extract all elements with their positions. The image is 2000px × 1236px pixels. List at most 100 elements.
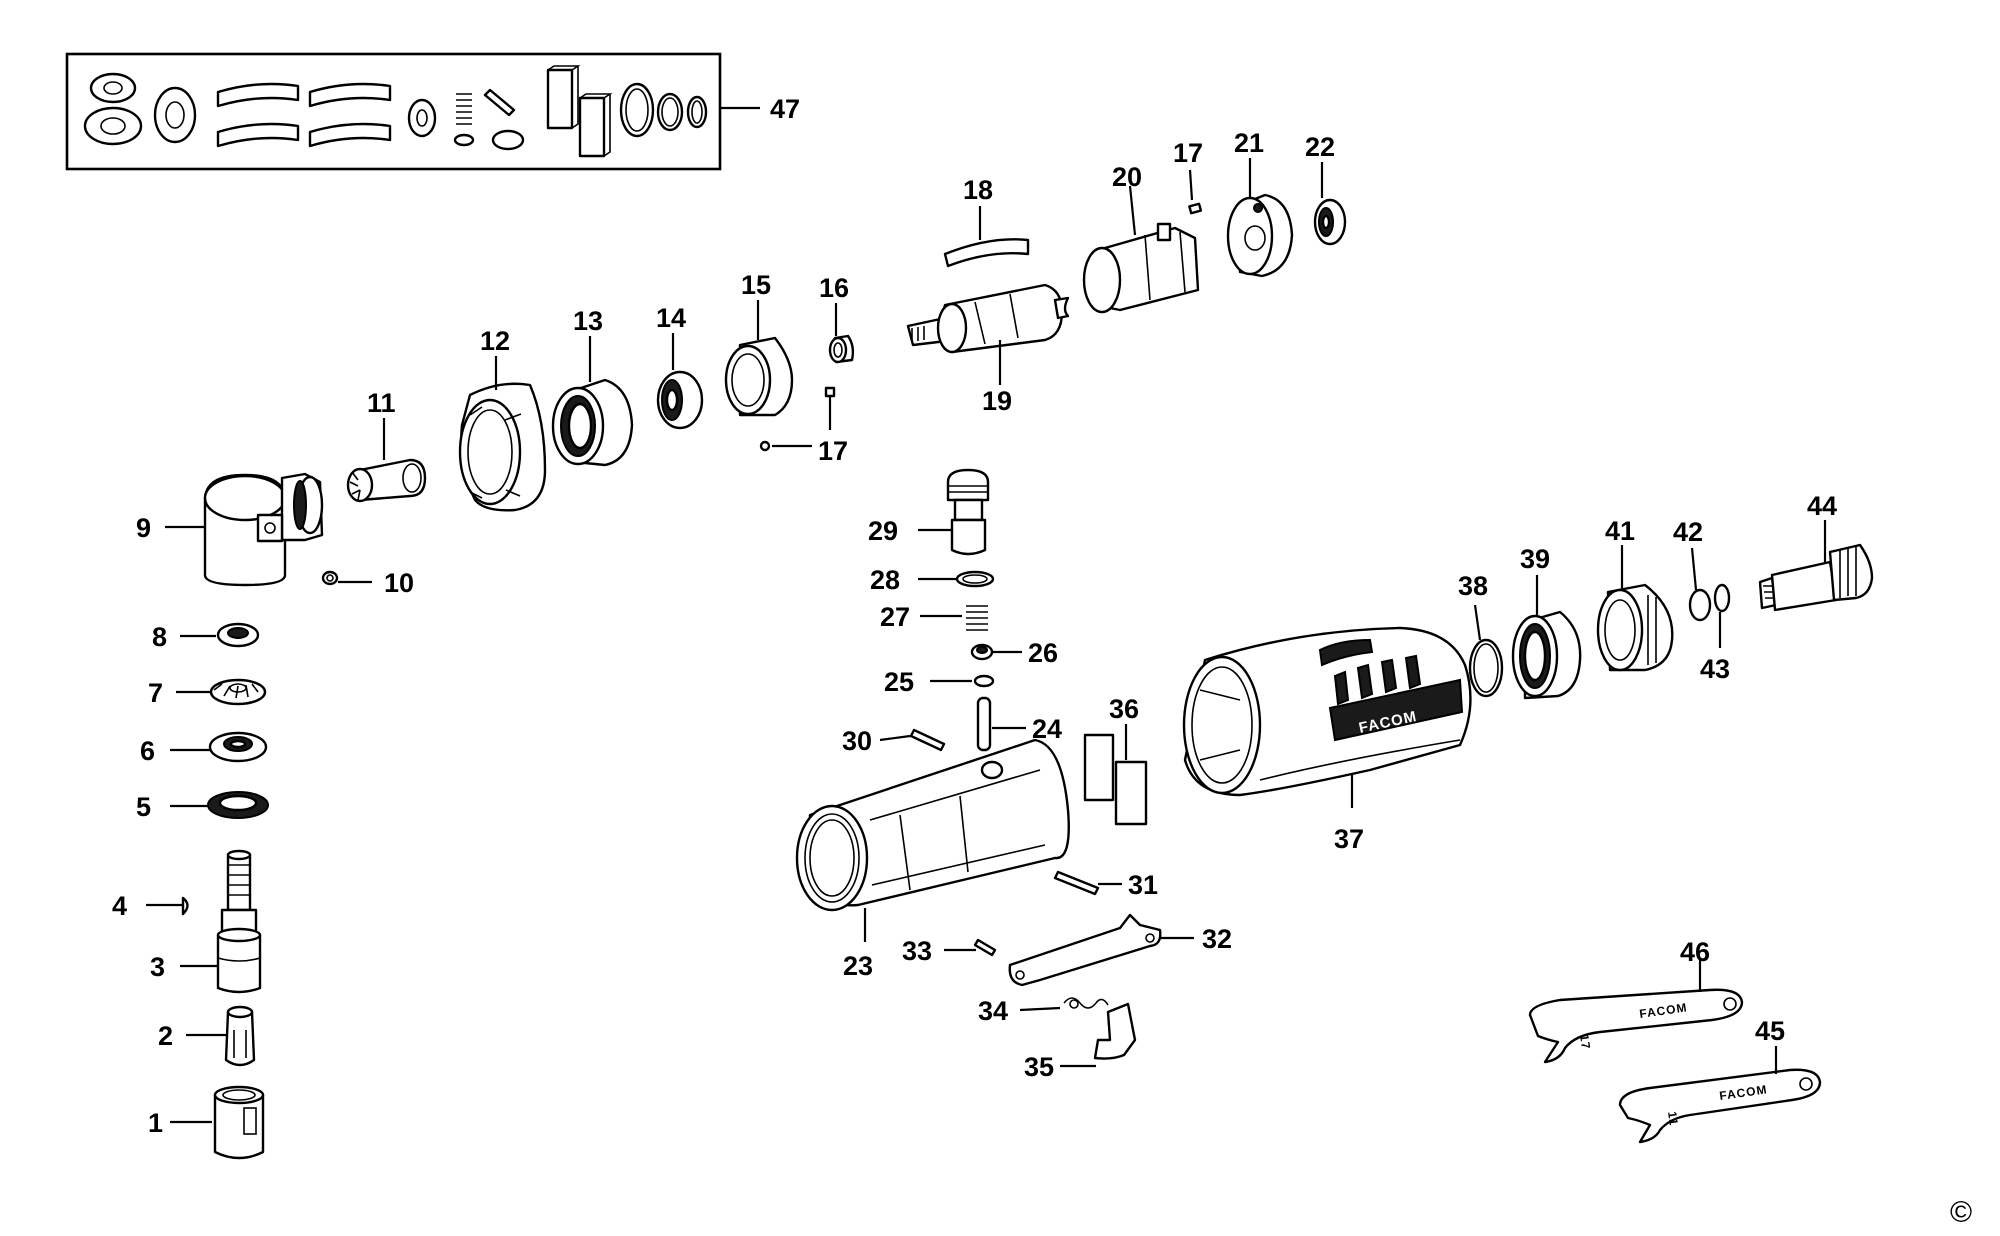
callout-13: 13 bbox=[573, 306, 603, 336]
spindle-3 bbox=[216, 849, 262, 994]
rotor-19 bbox=[906, 283, 1070, 354]
callout-37: 37 bbox=[1334, 824, 1364, 854]
o-ring-38 bbox=[1468, 638, 1504, 698]
wrench-46 bbox=[1528, 988, 1744, 1064]
valve-26 bbox=[970, 643, 994, 661]
callout-17-lower: 17 bbox=[818, 436, 848, 466]
valve-pin-24 bbox=[976, 696, 992, 752]
callout-8: 8 bbox=[152, 622, 167, 652]
ring-25 bbox=[973, 674, 995, 688]
callout-27: 27 bbox=[880, 602, 910, 632]
o-ring-28 bbox=[955, 570, 995, 588]
bushing-16 bbox=[828, 334, 855, 364]
wrench-45-brand: FACOM bbox=[1718, 1082, 1768, 1103]
callout-22: 22 bbox=[1305, 132, 1335, 162]
callout-23: 23 bbox=[843, 951, 873, 981]
callout-47: 47 bbox=[770, 94, 800, 124]
gear-ring-13 bbox=[551, 378, 634, 467]
pin-30 bbox=[909, 728, 946, 752]
callout-18: 18 bbox=[963, 175, 993, 205]
pin-33 bbox=[973, 938, 997, 957]
regulator-41 bbox=[1596, 583, 1674, 672]
callout-7: 7 bbox=[148, 678, 163, 708]
vane-18 bbox=[943, 238, 1030, 268]
callout-19: 19 bbox=[982, 386, 1012, 416]
bevel-gear-7 bbox=[209, 678, 267, 706]
wrench-46-size: 17 bbox=[1577, 1033, 1593, 1050]
spring-27 bbox=[966, 605, 988, 631]
copyright-mark: © bbox=[1950, 1196, 1972, 1229]
callout-33: 33 bbox=[902, 936, 932, 966]
callout-14: 14 bbox=[656, 303, 686, 333]
callout-38: 38 bbox=[1458, 571, 1488, 601]
callout-42: 42 bbox=[1673, 517, 1703, 547]
callout-30: 30 bbox=[842, 726, 872, 756]
callout-46: 46 bbox=[1680, 937, 1710, 967]
pinion-11 bbox=[346, 458, 427, 503]
end-plate-21 bbox=[1226, 193, 1294, 278]
ring-43 bbox=[1713, 583, 1731, 613]
callout-26: 26 bbox=[1028, 638, 1058, 668]
wrench-45 bbox=[1618, 1068, 1822, 1144]
callout-1: 1 bbox=[148, 1108, 163, 1138]
callout-15: 15 bbox=[741, 270, 771, 300]
screw-10 bbox=[321, 570, 339, 586]
callout-5: 5 bbox=[136, 792, 151, 822]
wrench-46-brand: FACOM bbox=[1638, 1000, 1688, 1021]
pin-17-upper bbox=[1188, 202, 1203, 215]
callout-4: 4 bbox=[112, 891, 127, 921]
exhaust-ring-39 bbox=[1511, 610, 1582, 700]
ring-nut-12 bbox=[458, 382, 547, 512]
key-4 bbox=[181, 896, 189, 916]
callout-3: 3 bbox=[150, 952, 165, 982]
collet-nut-1 bbox=[213, 1085, 265, 1160]
callout-24: 24 bbox=[1032, 714, 1062, 744]
callout-35: 35 bbox=[1024, 1052, 1054, 1082]
service-kit-47 bbox=[65, 52, 722, 171]
callout-36: 36 bbox=[1109, 694, 1139, 724]
cylinder-20 bbox=[1082, 222, 1200, 314]
callout-43: 43 bbox=[1700, 654, 1730, 684]
callout-34: 34 bbox=[978, 996, 1008, 1026]
bearing-6 bbox=[208, 731, 268, 763]
callout-28: 28 bbox=[870, 565, 900, 595]
pin-31 bbox=[1053, 870, 1100, 896]
callout-11: 11 bbox=[367, 388, 396, 418]
collet-2 bbox=[224, 1005, 256, 1067]
pin-17-lower bbox=[759, 386, 836, 452]
bearing-14 bbox=[656, 370, 704, 430]
callout-45: 45 bbox=[1755, 1016, 1785, 1046]
callout-6: 6 bbox=[140, 736, 155, 766]
lever-32 bbox=[1008, 913, 1162, 987]
callout-20: 20 bbox=[1112, 162, 1142, 192]
callout-32: 32 bbox=[1202, 924, 1232, 954]
callout-9: 9 bbox=[136, 513, 151, 543]
bearing-22 bbox=[1313, 198, 1347, 246]
air-inlet-44 bbox=[1758, 543, 1874, 612]
spring-34 bbox=[1063, 997, 1109, 1009]
callout-29: 29 bbox=[868, 516, 898, 546]
bearing-cap-15 bbox=[724, 336, 794, 417]
seal-5 bbox=[207, 791, 269, 819]
callout-21: 21 bbox=[1234, 128, 1264, 158]
callout-44: 44 bbox=[1807, 491, 1837, 521]
head-housing-9 bbox=[203, 472, 324, 587]
wrench-45-size: 11 bbox=[1665, 1110, 1681, 1126]
ring-42 bbox=[1688, 588, 1712, 622]
motor-housing-23 bbox=[795, 738, 1070, 912]
callout-12: 12 bbox=[480, 326, 510, 356]
throttle-valve-29 bbox=[946, 468, 990, 556]
bearing-8 bbox=[216, 622, 260, 648]
callout-10: 10 bbox=[384, 568, 414, 598]
callout-2: 2 bbox=[158, 1021, 173, 1051]
callout-41: 41 bbox=[1605, 516, 1635, 546]
handle-grip-37 bbox=[1182, 626, 1472, 797]
muffler-blocks-36 bbox=[1083, 733, 1148, 826]
callout-17-upper: 17 bbox=[1173, 138, 1203, 168]
callout-16: 16 bbox=[819, 273, 849, 303]
safety-latch-35 bbox=[1093, 1002, 1137, 1060]
callout-31: 31 bbox=[1128, 870, 1158, 900]
callout-39: 39 bbox=[1520, 544, 1550, 574]
callout-25: 25 bbox=[884, 667, 914, 697]
